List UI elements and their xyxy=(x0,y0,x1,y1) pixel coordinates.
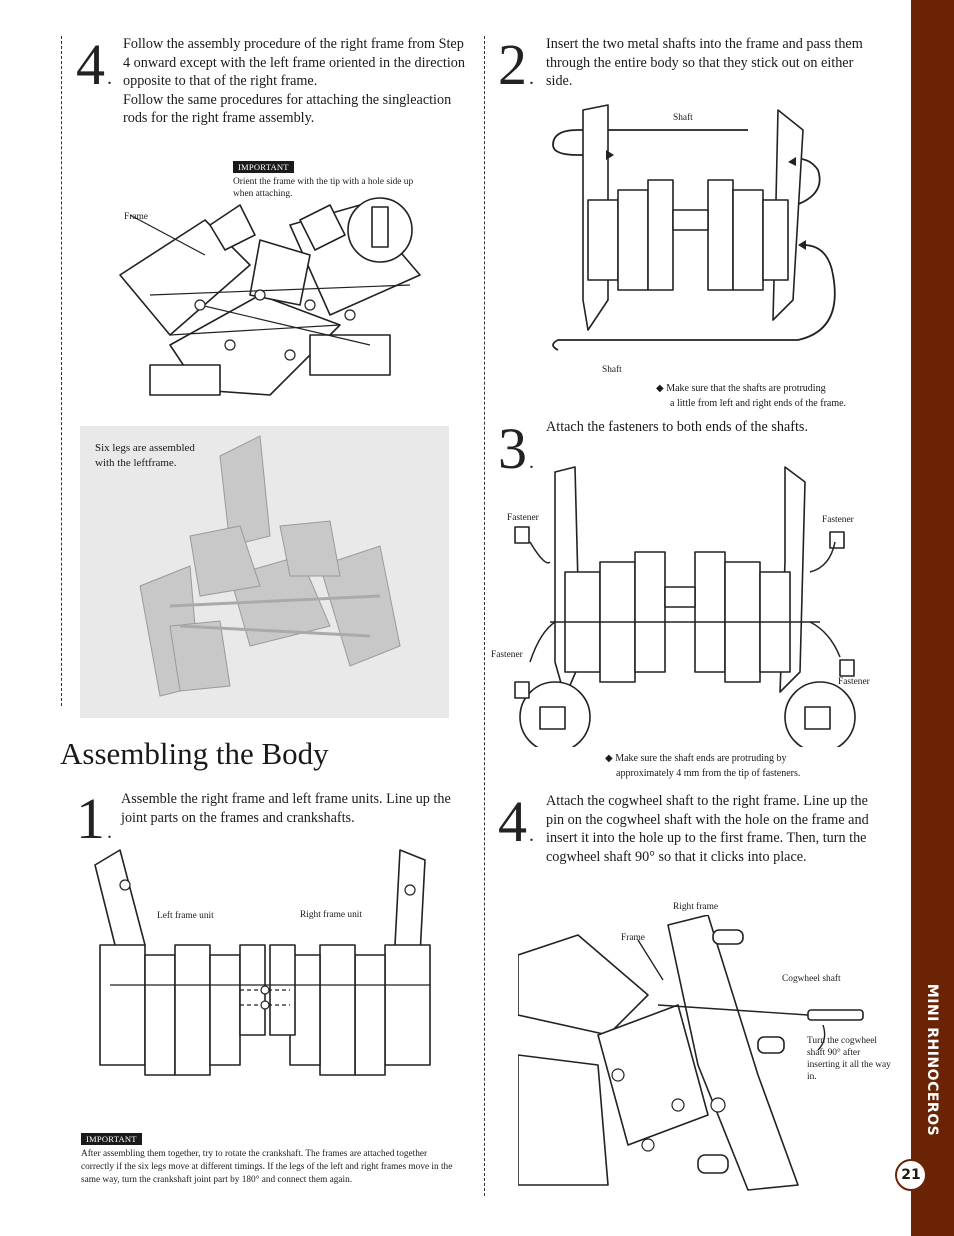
cogwheel-illustration xyxy=(518,915,864,1191)
step-1-text: Assemble the right frame and left frame … xyxy=(121,791,451,826)
important-badge-bottom: IMPORTANT xyxy=(81,1133,142,1145)
step-4-right-text: Attach the cogwheel shaft to the right f… xyxy=(546,793,869,865)
shaft-label-bottom: Shaft xyxy=(602,365,622,375)
fastener-label-bottom-right: Fastener xyxy=(838,677,870,687)
right-frame-label: Right frame xyxy=(673,902,719,912)
shaft-label-top: Shaft xyxy=(673,113,693,123)
step-3-note: ◆ Make sure the shaft ends are protrudin… xyxy=(605,753,801,779)
step-2-text: Insert the two metal shafts into the fra… xyxy=(546,36,863,89)
fastener-label-bottom-left: Fastener xyxy=(491,650,523,660)
shafts-illustration xyxy=(552,104,836,351)
frame-label-left: Frame xyxy=(124,212,148,222)
left-column-guide xyxy=(61,36,62,706)
six-legs-photo: Six legs are assembled with the leftfram… xyxy=(80,426,449,718)
left-frame-illustration xyxy=(119,197,421,396)
left-frame-unit-label: Left frame unit xyxy=(157,911,214,921)
frame-units-illustration xyxy=(94,849,431,1076)
step-3-text: Attach the fasteners to both ends of the… xyxy=(546,419,809,435)
step-4-left-number: 4. xyxy=(76,32,112,97)
sidebar-title: MINI RHINOCEROS xyxy=(924,983,940,1137)
page-number: 21 xyxy=(895,1159,927,1191)
cogwheel-shaft-label: Cogwheel shaft xyxy=(782,974,841,984)
photo-caption: Six legs are assembled with the leftfram… xyxy=(95,442,195,469)
fastener-label-top-right: Fastener xyxy=(822,515,854,525)
turn-note: Turn the cogwheel shaft 90° after insert… xyxy=(807,1036,891,1082)
important-note-bottom: After assembling them together, try to r… xyxy=(81,1149,453,1185)
step-3-number: 3. xyxy=(498,416,534,481)
photo-subject xyxy=(139,435,401,697)
frame-label-right: Frame xyxy=(621,933,645,943)
step-1-number: 1. xyxy=(76,786,112,851)
step-2-number: 2. xyxy=(498,32,534,97)
section-title: Assembling the Body xyxy=(60,736,329,771)
step-4-right-number: 4. xyxy=(498,789,534,854)
step-2-note: ◆ Make sure that the shafts are protrudi… xyxy=(656,383,847,409)
right-frame-unit-label: Right frame unit xyxy=(300,910,362,920)
step-4-left-text: Follow the assembly procedure of the rig… xyxy=(123,36,465,126)
important-note-top: Orient the frame with the tip with a hol… xyxy=(233,177,414,199)
chapter-sidebar xyxy=(911,0,954,1236)
fasteners-illustration xyxy=(514,466,856,747)
fastener-label-top-left: Fastener xyxy=(507,513,539,523)
center-column-guide xyxy=(484,36,485,1196)
important-badge-top: IMPORTANT xyxy=(233,161,294,173)
